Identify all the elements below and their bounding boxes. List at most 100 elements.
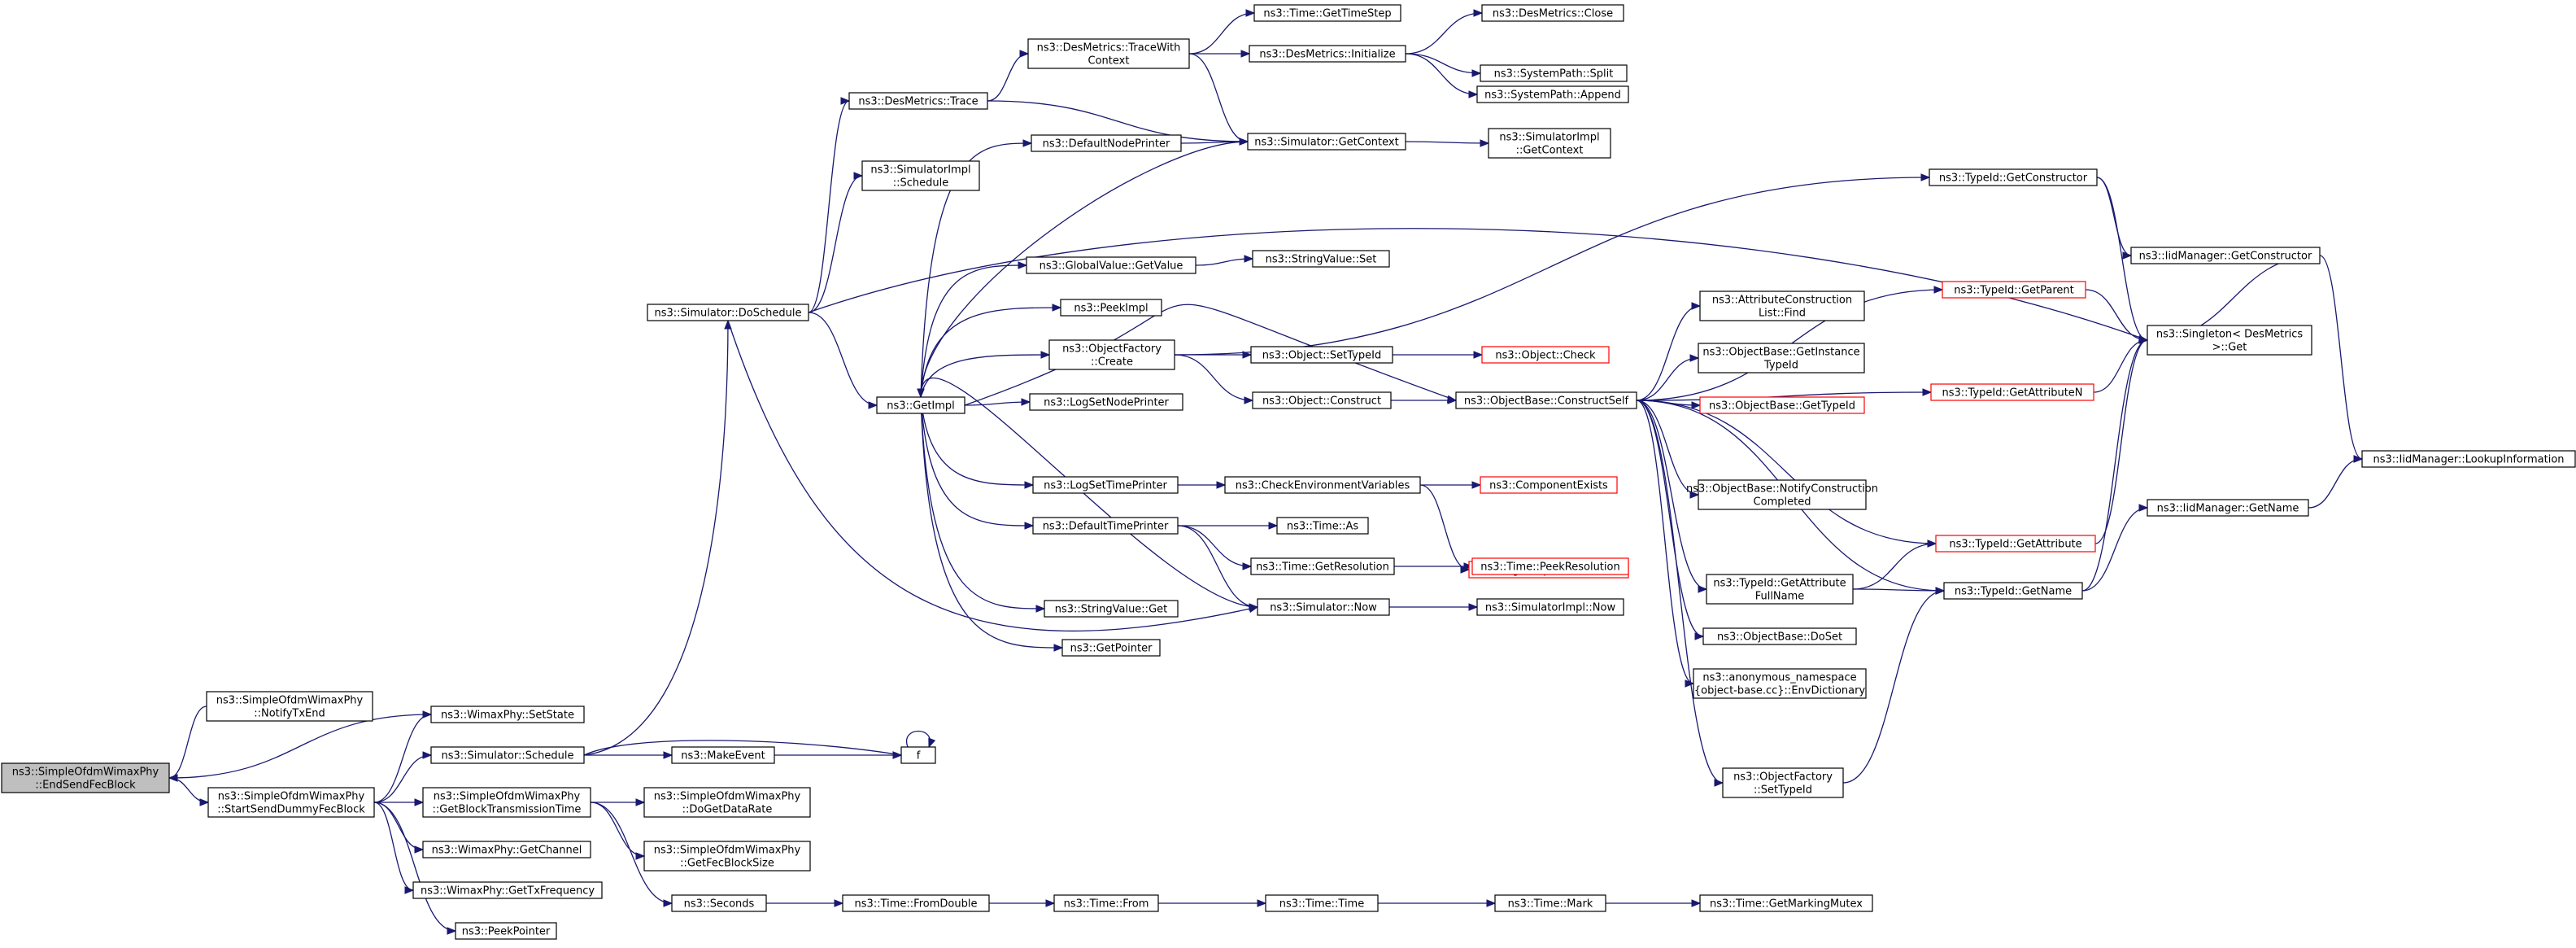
call-edge-ob_construct_self-to-tid_get_attr_full_name — [1636, 400, 1708, 593]
node-label-line: ns3::DefaultNodePrinter — [1043, 138, 1170, 151]
node-tid-get-parent[interactable]: ns3::TypeId::GetParent — [1942, 281, 2086, 299]
node-time-peek-resolution[interactable]: ns3::Time::PeekResolution — [1471, 557, 1629, 575]
node-singleton-get[interactable]: ns3::Singleton< DesMetrics >::Get — [2147, 325, 2312, 356]
node-get-tx-freq[interactable]: ns3::WimaxPhy::GetTxFrequency — [412, 881, 603, 899]
node-string-value-set[interactable]: ns3::StringValue::Set — [1252, 250, 1390, 268]
node-obj-construct[interactable]: ns3::Object::Construct — [1252, 391, 1392, 409]
node-box — [1276, 517, 1369, 535]
node-component-exists[interactable]: ns3::ComponentExists — [1480, 476, 1618, 494]
node-tid-get-name[interactable]: ns3::TypeId::GetName — [1943, 582, 2083, 600]
node-do-schedule[interactable]: ns3::Simulator::DoSchedule — [647, 304, 809, 321]
node-time-mark[interactable]: ns3::Time::Mark — [1494, 894, 1606, 912]
node-label-line: ns3::SystemPath::Split — [1494, 68, 1614, 81]
node-iid-lookup-info[interactable]: ns3::IidManager::LookupInformation — [2361, 450, 2576, 468]
node-simimpl-now[interactable]: ns3::SimulatorImpl::Now — [1476, 598, 1624, 616]
node-notify-tx-end[interactable]: ns3::SimpleOfdmWimaxPhy::NotifyTxEnd — [206, 691, 373, 722]
node-time-get-resolution[interactable]: ns3::Time::GetResolution — [1250, 557, 1395, 575]
node-obj-check[interactable]: ns3::Object::Check — [1481, 346, 1610, 364]
node-set-state[interactable]: ns3::WimaxPhy::SetState — [430, 706, 585, 723]
node-seconds[interactable]: ns3::Seconds — [671, 894, 767, 912]
node-label-line: ns3::Time::Time — [1279, 898, 1364, 911]
node-syspath-append[interactable]: ns3::SystemPath::Append — [1476, 85, 1629, 103]
node-des-trace[interactable]: ns3::DesMetrics::Trace — [848, 92, 988, 110]
node-of-create[interactable]: ns3::ObjectFactory::Create — [1048, 339, 1175, 370]
node-label-line: ns3::Time::GetTimeStep — [1263, 8, 1391, 20]
node-label-line: ns3::DesMetrics::Trace — [858, 96, 978, 108]
node-anon-env-dict[interactable]: ns3::anonymous_namespace{object-base.cc}… — [1693, 668, 1867, 699]
node-end-send[interactable]: ns3::SimpleOfdmWimaxPhy::EndSendFecBlock — [1, 762, 170, 793]
node-sim-schedule[interactable]: ns3::Simulator::Schedule — [430, 746, 585, 764]
call-edge-log_set_time_printer-to-check_env_vars — [1177, 481, 1227, 489]
node-iid-get-name[interactable]: ns3::IidManager::GetName — [2147, 499, 2309, 517]
node-time-time[interactable]: ns3::Time::Time — [1265, 894, 1379, 912]
node-box — [861, 160, 980, 191]
node-label-line: ns3::SimpleOfdmWimaxPhy — [216, 695, 364, 707]
node-sim-now[interactable]: ns3::Simulator::Now — [1257, 598, 1390, 616]
node-box — [1930, 383, 2094, 401]
node-from-double[interactable]: ns3::Time::FromDouble — [842, 894, 990, 912]
node-make-event[interactable]: ns3::MakeEvent — [671, 746, 775, 764]
node-label-line: ns3::SimpleOfdmWimaxPhy — [434, 791, 581, 803]
node-get-fec-block-size[interactable]: ns3::SimpleOfdmWimaxPhy::GetFecBlockSize — [643, 841, 811, 872]
node-des-initialize[interactable]: ns3::DesMetrics::Initialize — [1249, 45, 1406, 63]
node-get-marking-mutex[interactable]: ns3::Time::GetMarkingMutex — [1699, 894, 1873, 912]
node-obj-set-type-id[interactable]: ns3::Object::SetTypeId — [1250, 346, 1393, 364]
node-ob-get-type-id[interactable]: ns3::ObjectBase::GetTypeId — [1699, 396, 1865, 414]
node-f[interactable]: f — [900, 746, 936, 764]
node-default-time-printer[interactable]: ns3::DefaultTimePrinter — [1032, 517, 1179, 535]
node-label-line: ns3::Object::Check — [1495, 350, 1596, 362]
node-label-line: ns3::DefaultTimePrinter — [1043, 521, 1169, 533]
node-time-as[interactable]: ns3::Time::As — [1276, 517, 1369, 535]
node-log-set-time-printer[interactable]: ns3::LogSetTimePrinter — [1032, 476, 1179, 494]
node-get-pointer[interactable]: ns3::GetPointer — [1061, 639, 1161, 657]
node-string-value-get[interactable]: ns3::StringValue::Get — [1044, 600, 1179, 618]
node-get-block-tx-time[interactable]: ns3::SimpleOfdmWimaxPhy::GetBlockTransmi… — [422, 787, 591, 818]
node-simimpl-get-context[interactable]: ns3::SimulatorImpl::GetContext — [1488, 128, 1611, 159]
node-box — [1048, 339, 1175, 370]
node-simimpl-schedule[interactable]: ns3::SimulatorImpl::Schedule — [861, 160, 980, 191]
node-peek-pointer[interactable]: ns3::PeekPointer — [455, 922, 557, 940]
call-edge-set_state-to-end_send — [168, 714, 432, 782]
node-label-line: ns3::Seconds — [684, 898, 755, 911]
node-label-line: ns3::anonymous_namespace — [1702, 672, 1856, 684]
node-do-get-data-rate[interactable]: ns3::SimpleOfdmWimaxPhy::DoGetDataRate — [643, 787, 811, 818]
node-tid-get-attribute[interactable]: ns3::TypeId::GetAttribute — [1935, 535, 2096, 553]
node-label-line: TypeId — [1763, 360, 1798, 372]
node-iid-get-constructor[interactable]: ns3::IidManager::GetConstructor — [2130, 247, 2321, 264]
node-get-time-step[interactable]: ns3::Time::GetTimeStep — [1253, 4, 1401, 22]
node-sim-get-context[interactable]: ns3::Simulator::GetContext — [1247, 133, 1406, 151]
call-edge-sim_schedule-to-do_schedule — [583, 319, 732, 756]
node-start-send[interactable]: ns3::SimpleOfdmWimaxPhy::StartSendDummyF… — [207, 787, 375, 818]
node-label-line: FullName — [1755, 591, 1805, 603]
node-ob-construct-self[interactable]: ns3::ObjectBase::ConstructSelf — [1455, 391, 1637, 409]
node-box — [1699, 396, 1865, 414]
node-check-env-vars[interactable]: ns3::CheckEnvironmentVariables — [1224, 476, 1421, 494]
call-edge-get_impl-to-peek_impl — [920, 304, 1062, 398]
node-get-channel[interactable]: ns3::WimaxPhy::GetChannel — [422, 841, 591, 858]
node-label-line: ::GetBlockTransmissionTime — [433, 804, 582, 816]
node-label-line: ns3::StringValue::Set — [1266, 254, 1377, 266]
node-of-set-type-id[interactable]: ns3::ObjectFactory::SetTypeId — [1722, 767, 1844, 798]
node-syspath-split[interactable]: ns3::SystemPath::Split — [1480, 64, 1628, 82]
node-box — [1942, 281, 2086, 299]
call-edge-sim_now-to-get_impl — [917, 377, 1258, 608]
call-edge-end_send-to-start_send — [168, 777, 210, 806]
node-box — [842, 894, 990, 912]
node-ob-notify[interactable]: ns3::ObjectBase::NotifyConstructionCompl… — [1686, 479, 1878, 510]
node-tid-get-constructor[interactable]: ns3::TypeId::GetConstructor — [1929, 168, 2098, 186]
node-log-set-node-printer[interactable]: ns3::LogSetNodePrinter — [1029, 393, 1183, 411]
node-ob-do-set[interactable]: ns3::ObjectBase::DoSet — [1702, 627, 1857, 645]
node-des-close[interactable]: ns3::DesMetrics::Close — [1481, 4, 1624, 22]
node-get-impl[interactable]: ns3::GetImpl — [876, 396, 965, 414]
node-peek-impl[interactable]: ns3::PeekImpl — [1060, 299, 1162, 317]
node-box — [1935, 535, 2096, 553]
node-label-line: ns3::Simulator::Now — [1270, 602, 1377, 614]
node-tid-get-attribute-n[interactable]: ns3::TypeId::GetAttributeN — [1930, 383, 2094, 401]
node-time-from[interactable]: ns3::Time::From — [1053, 894, 1159, 912]
node-gv-get-value[interactable]: ns3::GlobalValue::GetValue — [1026, 256, 1196, 274]
node-default-node-printer[interactable]: ns3::DefaultNodePrinter — [1031, 134, 1182, 152]
